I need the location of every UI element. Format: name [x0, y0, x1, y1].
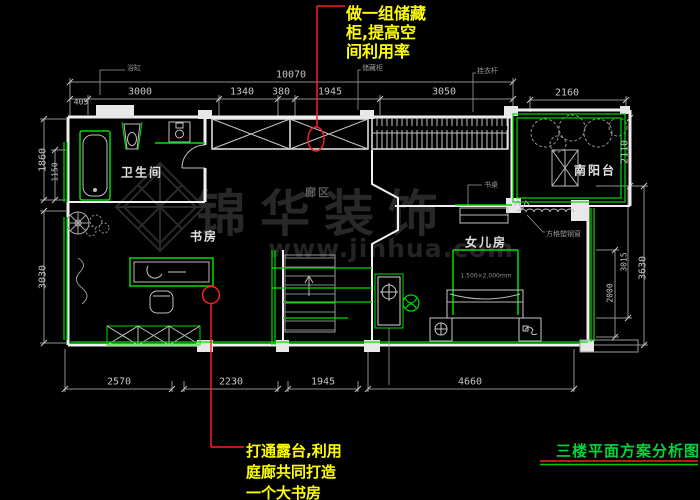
break-symbol — [513, 200, 531, 212]
bathroom-door — [181, 144, 206, 169]
room-label-study: 书房 — [189, 229, 219, 244]
study-closet — [106, 325, 201, 346]
dim-3000: 3000 — [127, 86, 153, 98]
drawing-title: 三楼平面方案分析图 — [556, 442, 700, 460]
green-wall-lines — [63, 113, 626, 345]
plant-circle — [402, 294, 420, 312]
annotation-leaders — [201, 5, 698, 462]
storage-cabinet — [211, 118, 369, 150]
study-decor-fan — [66, 211, 90, 235]
walls — [66, 108, 632, 347]
room-label-daughter: 女儿房 — [464, 235, 508, 250]
bed — [446, 249, 524, 319]
grid-window-scallops — [513, 200, 575, 213]
dim-1945-top: 1945 — [317, 86, 343, 98]
room-label-bathroom: 卫生间 — [120, 165, 164, 180]
tiny-label-leaders — [99, 69, 545, 385]
room-label-corridor: 廊区 — [305, 186, 331, 199]
bottom-highlight-circle — [201, 285, 221, 305]
sink — [168, 121, 191, 143]
bathtub — [79, 130, 111, 201]
nightstand-right — [518, 317, 542, 342]
dim-1340: 1340 — [229, 86, 255, 98]
dim-4660: 4660 — [457, 376, 483, 388]
label-storage-cabinet: 储藏柜 — [362, 64, 383, 72]
dim-2000: 2000 — [605, 283, 615, 303]
annotation-bottom-note: 打通露台,利用 庭廊共同打造 一个大书房 — [246, 442, 342, 500]
dim-3630: 3630 — [637, 255, 649, 281]
dim-1945-bottom: 1945 — [310, 376, 336, 388]
dim-top-total: 10070 — [275, 69, 307, 81]
stairs-arrow — [304, 275, 314, 296]
top-leader-line — [316, 5, 345, 127]
corridor-cabinet — [374, 273, 404, 329]
balcony-window-symbol — [551, 149, 579, 187]
dim-3015: 3015 — [619, 252, 629, 272]
room-label-balcony: 南阳台 — [573, 163, 617, 178]
toilet — [121, 121, 143, 151]
dimension-lines — [40, 78, 648, 392]
label-hanger-rod: 挂衣杆 — [477, 67, 498, 75]
dim-3030: 3030 — [37, 264, 49, 290]
dim-2160: 2160 — [554, 87, 580, 99]
study-desk — [129, 257, 214, 287]
stairs — [284, 254, 336, 333]
wardrobe — [371, 116, 509, 150]
label-bathtub: 浴缸 — [127, 64, 141, 72]
watermark-logo — [114, 161, 206, 253]
study-chair — [149, 290, 174, 314]
dim-3050: 3050 — [431, 86, 457, 98]
dim-2570: 2570 — [106, 376, 132, 388]
label-window: 方格塑钢窗 — [546, 230, 581, 238]
dim-1860: 1860 — [37, 147, 49, 173]
daughter-desk — [455, 204, 512, 224]
dim-2230: 2230 — [218, 376, 244, 388]
annotation-top-note: 做一组储藏 柜,提高空 间利用率 — [346, 4, 427, 61]
nightstand-left — [429, 317, 453, 342]
study-decor-squiggle — [76, 257, 88, 305]
dim-380: 380 — [271, 86, 291, 98]
dim-405: 405 — [73, 97, 89, 107]
wall-columns — [96, 105, 639, 353]
dim-2110: 2110 — [619, 139, 631, 165]
label-desk: 书桌 — [484, 181, 498, 189]
study-plants — [85, 214, 110, 237]
top-highlight-circle — [307, 126, 325, 152]
bottom-leader-line — [210, 304, 244, 448]
label-bed-size: 1.500×2.000mm — [460, 272, 512, 280]
balcony-plants — [530, 114, 628, 153]
dim-1150: 1150 — [50, 162, 60, 182]
